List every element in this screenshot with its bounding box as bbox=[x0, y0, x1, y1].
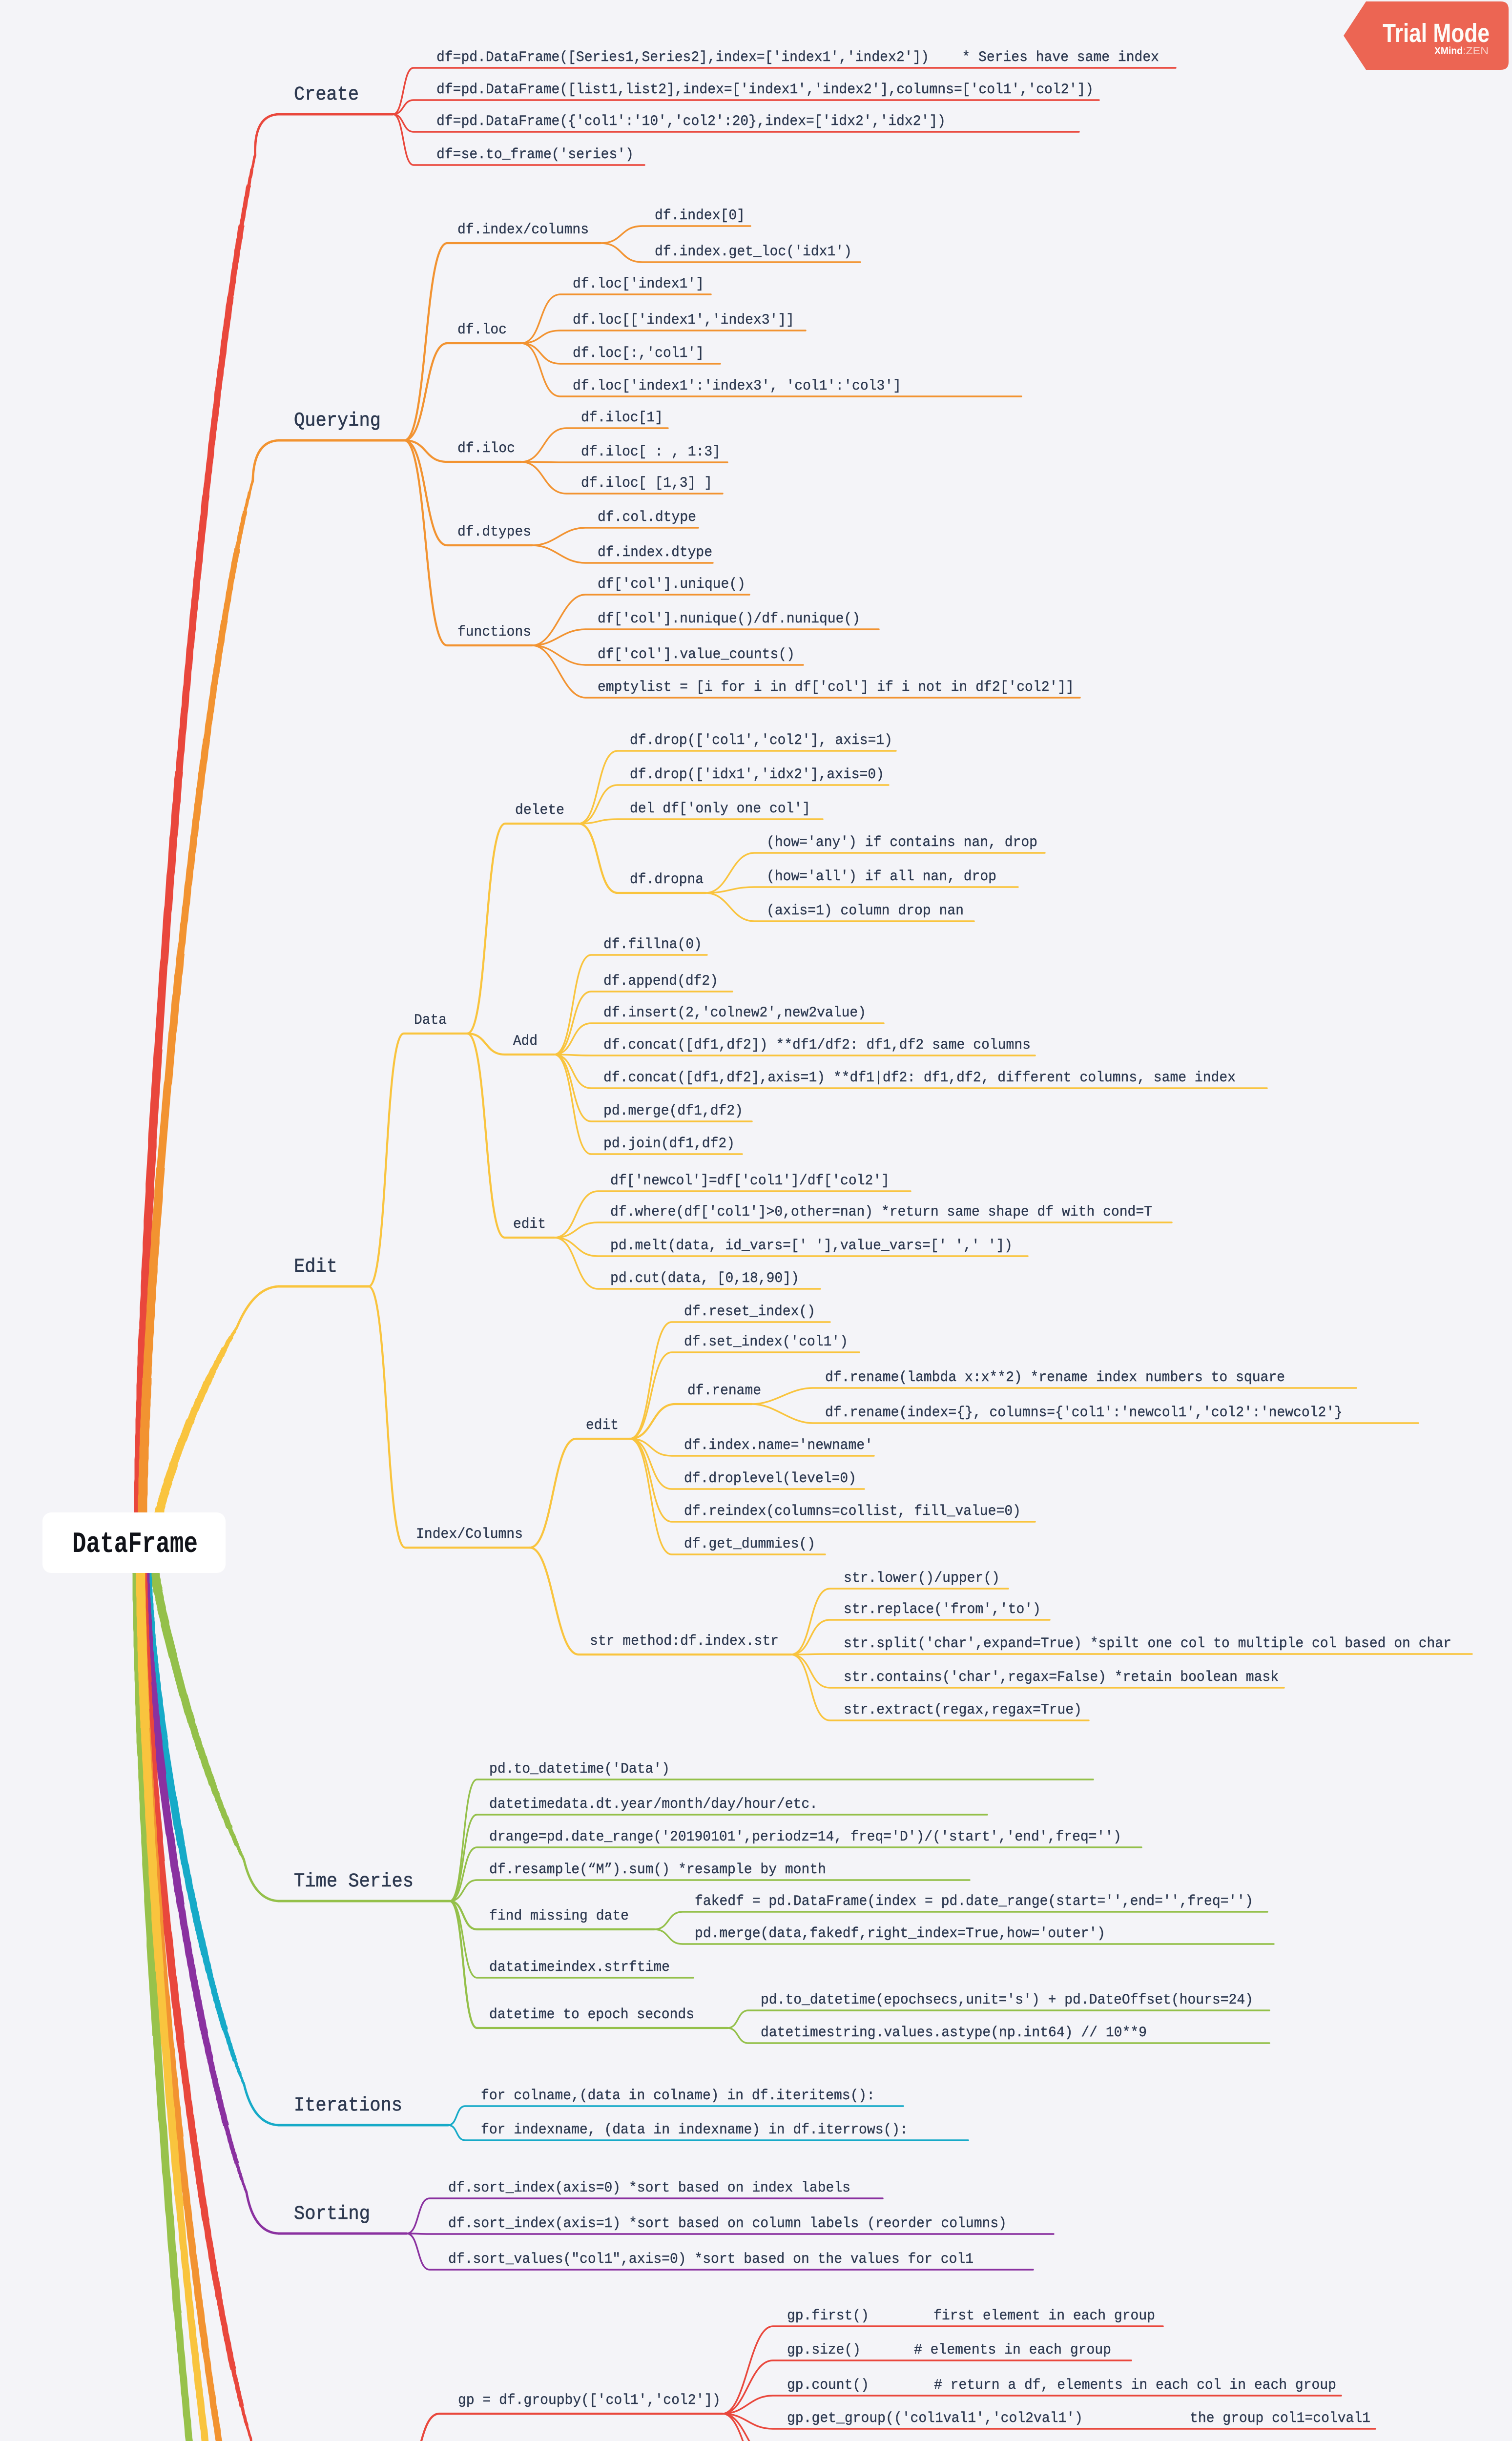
svg-text:find missing date: find missing date bbox=[489, 1908, 629, 1924]
svg-text:XMind: XMind bbox=[1434, 45, 1463, 57]
svg-text:df.iloc[ : , 1:3]: df.iloc[ : , 1:3] bbox=[581, 444, 721, 460]
svg-text:datetime to epoch seconds: datetime to epoch seconds bbox=[489, 2007, 694, 2023]
svg-text:df.iloc: df.iloc bbox=[457, 440, 515, 457]
svg-text:edit: edit bbox=[586, 1417, 619, 1434]
svg-text:Create: Create bbox=[294, 84, 359, 106]
svg-text:df.loc['index1':'index3', 'col: df.loc['index1':'index3', 'col1':'col3'] bbox=[573, 378, 901, 394]
svg-text:df.index.name='newname': df.index.name='newname' bbox=[684, 1437, 873, 1454]
svg-text:Index/Columns: Index/Columns bbox=[416, 1526, 523, 1543]
svg-text:Sorting: Sorting bbox=[294, 2203, 370, 2225]
svg-text:str method:df.index.str: str method:df.index.str bbox=[590, 1633, 779, 1650]
svg-text:emptylist = [i for i in df['co: emptylist = [i for i in df['col'] if i n… bbox=[598, 679, 1074, 696]
svg-text:df.loc[:,'col1']: df.loc[:,'col1'] bbox=[573, 345, 704, 362]
svg-text:Add: Add bbox=[513, 1033, 538, 1050]
svg-text:str.replace('from','to'): str.replace('from','to') bbox=[844, 1601, 1041, 1618]
svg-text:DataFrame: DataFrame bbox=[72, 1528, 198, 1561]
svg-text:df=pd.DataFrame([list1,list2],: df=pd.DataFrame([list1,list2],index=['in… bbox=[436, 82, 1094, 98]
svg-text:df.iloc[1]: df.iloc[1] bbox=[581, 410, 663, 426]
svg-text:df=pd.DataFrame({'col1':'10',': df=pd.DataFrame({'col1':'10','col2':20},… bbox=[436, 113, 946, 130]
svg-text:datetimedata.dt.year/month/day: datetimedata.dt.year/month/day/hour/etc. bbox=[489, 1796, 818, 1813]
svg-text:df.dropna: df.dropna bbox=[630, 871, 704, 888]
svg-text:# elements in each group: # elements in each group bbox=[914, 2342, 1111, 2358]
svg-text:gp.first(): gp.first() bbox=[787, 2308, 869, 2324]
svg-text:pd.melt(data, id_vars=[' '],va: pd.melt(data, id_vars=[' '],value_vars=[… bbox=[610, 1238, 1013, 1254]
svg-text:df.loc['index1']: df.loc['index1'] bbox=[573, 276, 704, 292]
svg-text:df=se.to_frame('series'): df=se.to_frame('series') bbox=[436, 146, 634, 163]
svg-text:df.get_dummies(): df.get_dummies() bbox=[684, 1536, 815, 1552]
svg-text:Data: Data bbox=[414, 1012, 447, 1029]
svg-text:df.loc: df.loc bbox=[457, 322, 507, 338]
svg-text:pd.merge(data,fakedf,right_ind: pd.merge(data,fakedf,right_index=True,ho… bbox=[695, 1925, 1105, 1942]
svg-text:gp.size(): gp.size() bbox=[787, 2342, 861, 2358]
svg-text:(axis=1) column drop nan: (axis=1) column drop nan bbox=[766, 903, 964, 919]
svg-text:df['col'].nunique()/df.nunique: df['col'].nunique()/df.nunique() bbox=[598, 611, 860, 627]
svg-text:df.index[0]: df.index[0] bbox=[655, 207, 745, 224]
svg-text:pd.cut(data, [0,18,90]): pd.cut(data, [0,18,90]) bbox=[610, 1270, 799, 1287]
svg-text:delete: delete bbox=[515, 802, 564, 819]
svg-text:(how='all') if all nan, drop: (how='all') if all nan, drop bbox=[766, 869, 996, 885]
svg-text:df.drop(['col1','col2'], axis=: df.drop(['col1','col2'], axis=1) bbox=[630, 732, 892, 749]
svg-text:first element in each group: first element in each group bbox=[933, 2308, 1155, 2324]
svg-text:gp.get_group(('col1val1','col2: gp.get_group(('col1val1','col2val1') bbox=[787, 2410, 1083, 2427]
svg-text:df.index/columns: df.index/columns bbox=[457, 222, 589, 238]
svg-text:df['newcol']=df['col1']/df['co: df['newcol']=df['col1']/df['col2'] bbox=[610, 1173, 890, 1189]
svg-text:pd.to_datetime(epochsecs,unit=: pd.to_datetime(epochsecs,unit='s') + pd.… bbox=[761, 1992, 1253, 2008]
svg-text:edit: edit bbox=[513, 1216, 546, 1233]
svg-text:fakedf = pd.DataFrame(index =: fakedf = pd.DataFrame(index = pd.date_ra… bbox=[695, 1893, 1253, 1910]
svg-text:# return a df, elements in eac: # return a df, elements in each col in e… bbox=[934, 2377, 1336, 2394]
svg-text:df.reset_index(): df.reset_index() bbox=[684, 1303, 815, 1320]
svg-text:the group col1=colval1: the group col1=colval1 bbox=[1190, 2410, 1370, 2427]
svg-text:df=pd.DataFrame([Series1,Serie: df=pd.DataFrame([Series1,Series2],index=… bbox=[436, 49, 1159, 66]
svg-text:gp = df.groupby(['col1','col2': gp = df.groupby(['col1','col2']) bbox=[458, 2392, 721, 2409]
svg-text:df.sort_index(axis=1) *sort ba: df.sort_index(axis=1) *sort based on col… bbox=[448, 2215, 1007, 2232]
svg-text:str.lower()/upper(): str.lower()/upper() bbox=[844, 1570, 1000, 1587]
svg-text:df.index.get_loc('idx1'): df.index.get_loc('idx1') bbox=[655, 244, 852, 260]
svg-text:df.fillna(0): df.fillna(0) bbox=[603, 936, 702, 953]
svg-text:df.rename(index={}, columns={': df.rename(index={}, columns={'col1':'new… bbox=[825, 1405, 1343, 1421]
svg-text:str.split('char',expand=True): str.split('char',expand=True) *spilt one… bbox=[844, 1635, 1451, 1652]
svg-text:for colname,(data in colname): for colname,(data in colname) in df.iter… bbox=[481, 2088, 875, 2104]
svg-text:datetimestring.values.astype(n: datetimestring.values.astype(np.int64) /… bbox=[761, 2025, 1147, 2041]
svg-text:Querying: Querying bbox=[294, 410, 381, 432]
svg-text:Edit: Edit bbox=[294, 1256, 337, 1278]
svg-text:df['col'].value_counts(): df['col'].value_counts() bbox=[598, 646, 795, 663]
svg-text:df.set_index('col1'): df.set_index('col1') bbox=[684, 1334, 848, 1350]
svg-text:df.concat([df1,df2]) **df1/df2: df.concat([df1,df2]) **df1/df2: df1,df2 … bbox=[603, 1037, 1031, 1054]
svg-text:df.dtypes: df.dtypes bbox=[457, 524, 531, 540]
svg-text:df.reindex(columns=collist, fi: df.reindex(columns=collist, fill_value=0… bbox=[684, 1503, 1021, 1520]
svg-text:for indexname, (data in indexn: for indexname, (data in indexname) in df… bbox=[481, 2122, 908, 2138]
svg-text:pd.join(df1,df2): pd.join(df1,df2) bbox=[603, 1136, 735, 1152]
svg-text:df.insert(2,'colnew2',new2valu: df.insert(2,'colnew2',new2value) bbox=[603, 1005, 866, 1021]
svg-text:df.append(df2): df.append(df2) bbox=[603, 973, 718, 990]
svg-text:Trial Mode: Trial Mode bbox=[1383, 19, 1490, 48]
svg-text:datatimeindex.strftime: datatimeindex.strftime bbox=[489, 1959, 670, 1976]
svg-text:functions: functions bbox=[457, 624, 531, 641]
svg-text:df.rename(lambda x:x**2) *rena: df.rename(lambda x:x**2) *rename index n… bbox=[825, 1369, 1285, 1386]
svg-text:df.drop(['idx1','idx2'],axis=0: df.drop(['idx1','idx2'],axis=0) bbox=[630, 766, 884, 783]
svg-text:df.concat([df1,df2],axis=1) **: df.concat([df1,df2],axis=1) **df1|df2: d… bbox=[603, 1070, 1236, 1086]
svg-text:df.loc[['index1','index3']]: df.loc[['index1','index3']] bbox=[573, 312, 794, 329]
svg-text::ZEN: :ZEN bbox=[1463, 45, 1489, 57]
svg-text:drange=pd.date_range('20190101: drange=pd.date_range('20190101',periodz=… bbox=[489, 1829, 1121, 1845]
svg-text:Iterations: Iterations bbox=[294, 2095, 402, 2117]
svg-text:df.rename: df.rename bbox=[687, 1383, 761, 1399]
svg-text:df.sort_index(axis=0) *sort ba: df.sort_index(axis=0) *sort based on ind… bbox=[448, 2180, 850, 2196]
svg-text:Time Series: Time Series bbox=[294, 1871, 414, 1893]
svg-text:df.sort_values("col1",axis=0): df.sort_values("col1",axis=0) *sort base… bbox=[448, 2251, 973, 2268]
svg-text:df.where(df['col1']>0,other=na: df.where(df['col1']>0,other=nan) *return… bbox=[610, 1204, 1152, 1220]
svg-text:gp.count(): gp.count() bbox=[787, 2377, 869, 2394]
svg-text:df.droplevel(level=0): df.droplevel(level=0) bbox=[684, 1470, 856, 1487]
svg-text:pd.merge(df1,df2): pd.merge(df1,df2) bbox=[603, 1103, 743, 1119]
svg-text:str.contains('char',regax=Fals: str.contains('char',regax=False) *retain… bbox=[844, 1669, 1279, 1686]
svg-text:df['col'].unique(): df['col'].unique() bbox=[598, 576, 746, 593]
svg-text:df.resample(“M”).sum() *resamp: df.resample(“M”).sum() *resample by mont… bbox=[489, 1862, 826, 1878]
svg-text:df.col.dtype: df.col.dtype bbox=[598, 509, 696, 526]
svg-text:pd.to_datetime('Data'): pd.to_datetime('Data') bbox=[489, 1761, 670, 1778]
svg-text:del df['only one col']: del df['only one col'] bbox=[630, 801, 810, 817]
svg-text:(how='any') if contains nan, d: (how='any') if contains nan, drop bbox=[766, 834, 1037, 851]
svg-text:df.index.dtype: df.index.dtype bbox=[598, 544, 712, 561]
svg-text:df.iloc[ [1,3] ]: df.iloc[ [1,3] ] bbox=[581, 475, 712, 492]
svg-text:str.extract(regax,regax=True): str.extract(regax,regax=True) bbox=[844, 1702, 1082, 1718]
